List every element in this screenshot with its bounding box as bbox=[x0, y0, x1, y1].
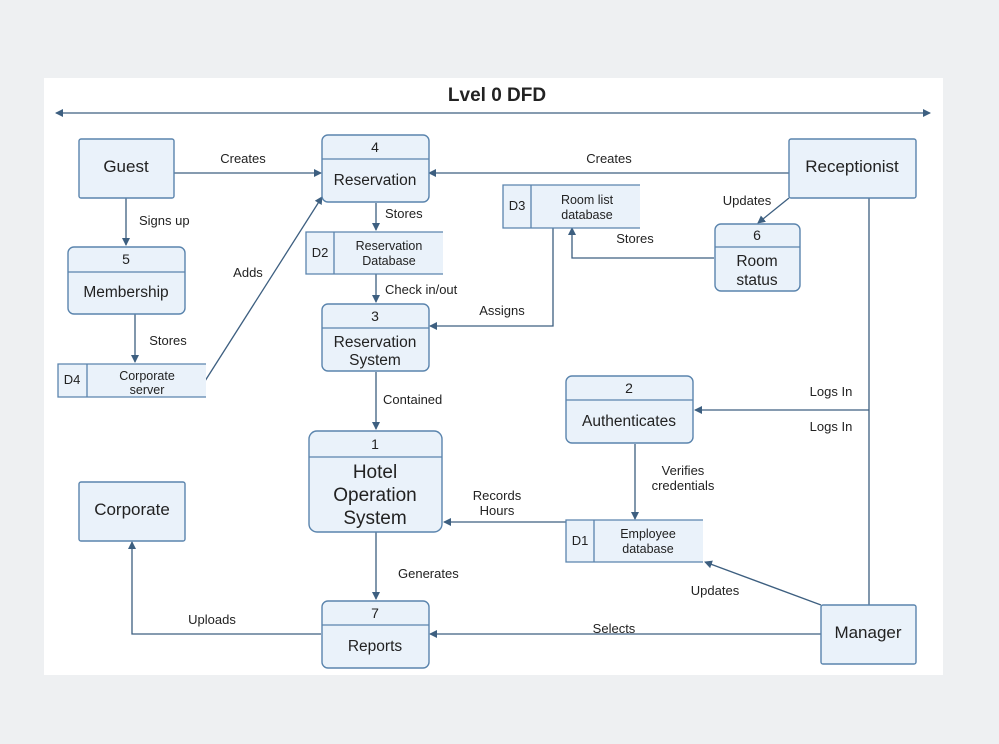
flow-lines bbox=[122, 169, 870, 638]
datastore-d3-id: D3 bbox=[509, 198, 526, 213]
label-selects: Selects bbox=[593, 621, 636, 636]
process-5-membership[interactable]: 5 Membership bbox=[67, 246, 186, 315]
flow-updates-room bbox=[757, 197, 790, 224]
label-uploads: Uploads bbox=[188, 612, 236, 627]
external-corporate-label: Corporate bbox=[94, 500, 170, 519]
diagram-title: Lvel 0 DFD bbox=[448, 85, 546, 106]
flow-uploads bbox=[128, 541, 321, 635]
label-generates: Generates bbox=[398, 566, 459, 581]
process-1-label-1: Hotel bbox=[353, 462, 397, 483]
flow-adds bbox=[204, 196, 323, 382]
external-manager-label: Manager bbox=[834, 623, 901, 642]
datastore-d3-label-1: Room list bbox=[561, 193, 614, 207]
label-assigns: Assigns bbox=[479, 303, 525, 318]
process-6-label-2: status bbox=[736, 272, 778, 289]
label-verifies-1: Verifies bbox=[662, 463, 705, 478]
label-logs-in-2: Logs In bbox=[810, 419, 853, 434]
process-5-label: Membership bbox=[83, 284, 168, 301]
label-guest-creates: Creates bbox=[220, 151, 266, 166]
datastore-d4-id: D4 bbox=[64, 372, 81, 387]
datastore-d4-label-2: server bbox=[130, 383, 165, 397]
datastore-d4-label-1: Corporate bbox=[119, 369, 175, 383]
process-6-room-status[interactable]: 6 Room status bbox=[714, 223, 801, 292]
datastore-d2-label-1: Reservation bbox=[356, 239, 423, 253]
datastore-d1-label-2: database bbox=[622, 542, 673, 556]
datastore-d1-label-1: Employee bbox=[620, 527, 676, 541]
process-1-hotel-operation-system[interactable]: 1 Hotel Operation System bbox=[308, 430, 443, 533]
label-receptionist-creates: Creates bbox=[586, 151, 632, 166]
flow-stores-d3 bbox=[568, 227, 714, 259]
label-updates-room: Updates bbox=[723, 193, 772, 208]
flow-assigns bbox=[429, 228, 554, 330]
process-4-reservation[interactable]: 4 Reservation bbox=[321, 134, 430, 203]
process-2-authenticates[interactable]: 2 Authenticates bbox=[565, 375, 694, 444]
label-contained: Contained bbox=[383, 392, 442, 407]
process-3-reservation-system[interactable]: 3 Reservation System bbox=[321, 303, 430, 372]
external-guest[interactable]: Guest bbox=[78, 138, 175, 199]
datastore-d2-id: D2 bbox=[312, 245, 329, 260]
datastore-d1-employee-database[interactable]: D1 Employee database bbox=[565, 519, 703, 563]
process-4-number: 4 bbox=[371, 139, 379, 155]
label-records-hours-2: Hours bbox=[480, 503, 515, 518]
datastore-d4-corporate-server[interactable]: D4 Corporate server bbox=[57, 363, 206, 398]
flow-labels: Creates Creates Signs up Updates Stores … bbox=[139, 151, 852, 636]
dfd-diagram: Lvel 0 DFD Creates Creates Signs up Upda… bbox=[55, 85, 931, 669]
label-signs-up: Signs up bbox=[139, 213, 190, 228]
external-guest-label: Guest bbox=[103, 157, 149, 176]
process-2-number: 2 bbox=[625, 380, 633, 396]
process-6-number: 6 bbox=[753, 227, 761, 243]
process-5-number: 5 bbox=[122, 251, 130, 267]
process-3-number: 3 bbox=[371, 308, 379, 324]
label-stores-d2: Stores bbox=[385, 206, 423, 221]
flow-updates-emp bbox=[704, 560, 822, 606]
process-6-label-1: Room bbox=[736, 253, 777, 270]
process-7-reports[interactable]: 7 Reports bbox=[321, 600, 430, 669]
label-check-in-out: Check in/out bbox=[385, 282, 458, 297]
label-stores-d4: Stores bbox=[149, 333, 187, 348]
external-manager[interactable]: Manager bbox=[820, 604, 917, 665]
process-1-number: 1 bbox=[371, 436, 379, 452]
datastore-d3-room-list-database[interactable]: D3 Room list database bbox=[502, 184, 640, 229]
external-receptionist-label: Receptionist bbox=[805, 157, 899, 176]
datastore-d2-label-2: Database bbox=[362, 254, 416, 268]
process-2-label: Authenticates bbox=[582, 413, 676, 430]
process-1-label-2: Operation bbox=[333, 485, 416, 506]
external-receptionist[interactable]: Receptionist bbox=[788, 138, 917, 199]
datastore-d1-id: D1 bbox=[572, 533, 589, 548]
datastore-d3-label-2: database bbox=[561, 208, 612, 222]
process-7-number: 7 bbox=[371, 605, 379, 621]
external-corporate[interactable]: Corporate bbox=[78, 481, 186, 542]
diagram-canvas: Lvel 0 DFD Creates Creates Signs up Upda… bbox=[44, 78, 943, 675]
label-stores-d3: Stores bbox=[616, 231, 654, 246]
label-logs-in-1: Logs In bbox=[810, 384, 853, 399]
label-verifies-2: credentials bbox=[652, 478, 715, 493]
datastore-d2-reservation-database[interactable]: D2 Reservation Database bbox=[305, 231, 443, 275]
process-1-label-3: System bbox=[343, 508, 406, 529]
process-4-label: Reservation bbox=[334, 172, 417, 189]
process-7-label: Reports bbox=[348, 638, 403, 655]
label-adds: Adds bbox=[233, 265, 263, 280]
label-updates-emp: Updates bbox=[691, 583, 740, 598]
process-3-label-1: Reservation bbox=[334, 334, 417, 351]
label-records-hours-1: Records bbox=[473, 488, 522, 503]
process-3-label-2: System bbox=[349, 352, 401, 369]
